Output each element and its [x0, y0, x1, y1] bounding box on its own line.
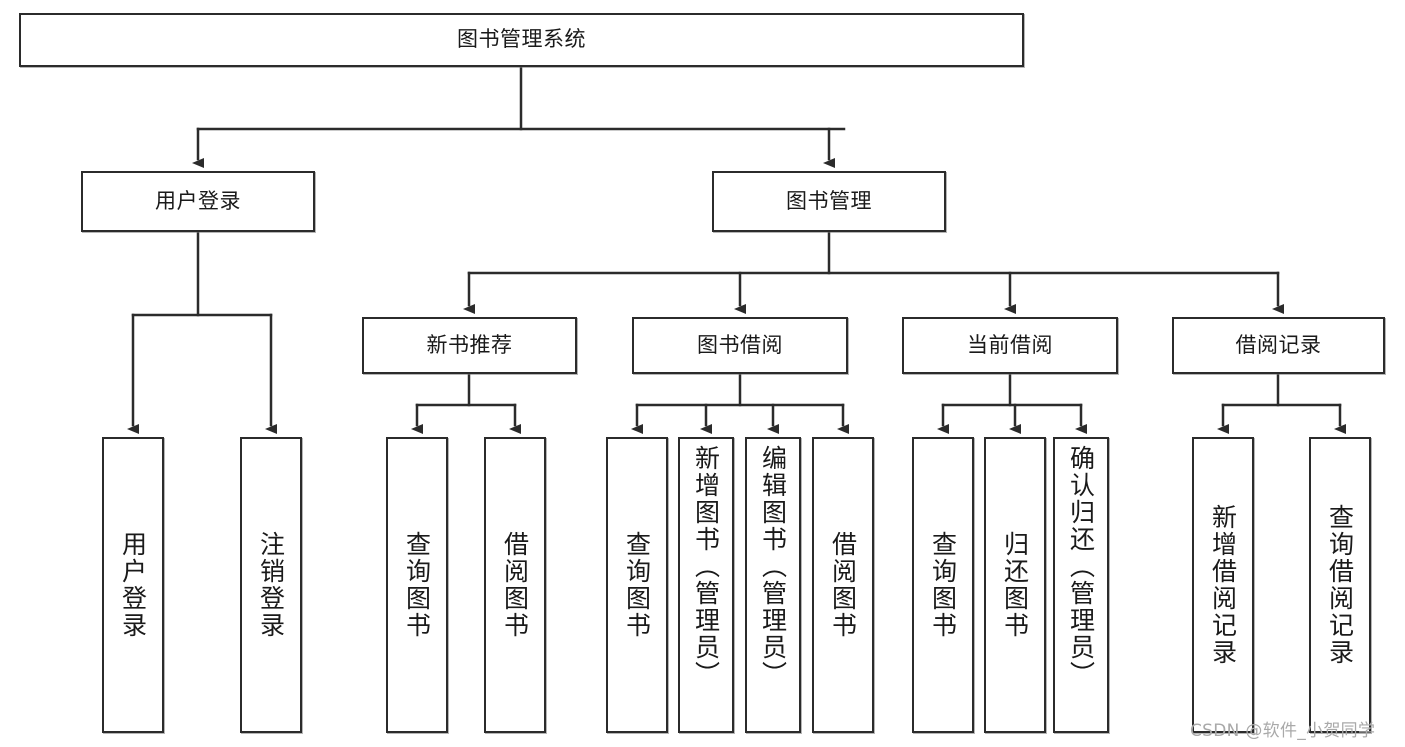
node-book-manage[interactable]: 图书管理	[712, 171, 946, 232]
leaf-query-book-2-label: 查询图书	[622, 531, 652, 639]
leaf-add-book-label: 新增图书（管理员）	[691, 445, 721, 688]
leaf-edit-book-label: 编辑图书（管理员）	[758, 445, 788, 688]
leaf-edit-book[interactable]: 编辑图书（管理员）	[745, 437, 801, 733]
leaf-add-record-label: 新增借阅记录	[1208, 504, 1238, 666]
leaf-query-record[interactable]: 查询借阅记录	[1309, 437, 1371, 733]
leaf-borrow-book-1-label: 借阅图书	[500, 531, 530, 639]
leaf-borrow-book-1[interactable]: 借阅图书	[484, 437, 546, 733]
leaf-confirm-return-label: 确认归还（管理员）	[1066, 445, 1096, 688]
node-book-manage-label: 图书管理	[786, 188, 872, 213]
node-borrow-record[interactable]: 借阅记录	[1172, 317, 1385, 374]
leaf-query-book-1-label: 查询图书	[402, 531, 432, 639]
node-user-login-label: 用户登录	[155, 188, 241, 213]
csdn-watermark: CSDN @软件_小贺同学	[1190, 721, 1376, 741]
leaf-logout-label: 注销登录	[256, 531, 286, 639]
node-new-book-recommend[interactable]: 新书推荐	[362, 317, 577, 374]
node-new-book-recommend-label: 新书推荐	[426, 332, 513, 357]
node-book-borrow[interactable]: 图书借阅	[632, 317, 848, 374]
leaf-user-login[interactable]: 用户登录	[102, 437, 164, 733]
node-root[interactable]: 图书管理系统	[19, 13, 1024, 67]
node-current-borrow-label: 当前借阅	[967, 332, 1053, 357]
leaf-confirm-return[interactable]: 确认归还（管理员）	[1053, 437, 1109, 733]
leaf-return-book-label: 归还图书	[1000, 531, 1030, 639]
leaf-borrow-book-2-label: 借阅图书	[828, 531, 858, 639]
leaf-logout[interactable]: 注销登录	[240, 437, 302, 733]
leaf-query-book-2[interactable]: 查询图书	[606, 437, 668, 733]
node-user-login[interactable]: 用户登录	[81, 171, 315, 232]
leaf-borrow-book-2[interactable]: 借阅图书	[812, 437, 874, 733]
node-book-borrow-label: 图书借阅	[697, 332, 783, 357]
node-root-label: 图书管理系统	[457, 27, 586, 52]
leaf-query-book-3[interactable]: 查询图书	[912, 437, 974, 733]
leaf-query-book-3-label: 查询图书	[928, 531, 958, 639]
leaf-query-record-label: 查询借阅记录	[1325, 504, 1355, 666]
leaf-add-record[interactable]: 新增借阅记录	[1192, 437, 1254, 733]
node-borrow-record-label: 借阅记录	[1235, 332, 1322, 357]
leaf-add-book[interactable]: 新增图书（管理员）	[678, 437, 734, 733]
node-current-borrow[interactable]: 当前借阅	[902, 317, 1118, 374]
leaf-user-login-label: 用户登录	[118, 531, 148, 639]
leaf-query-book-1[interactable]: 查询图书	[386, 437, 448, 733]
leaf-return-book[interactable]: 归还图书	[984, 437, 1046, 733]
